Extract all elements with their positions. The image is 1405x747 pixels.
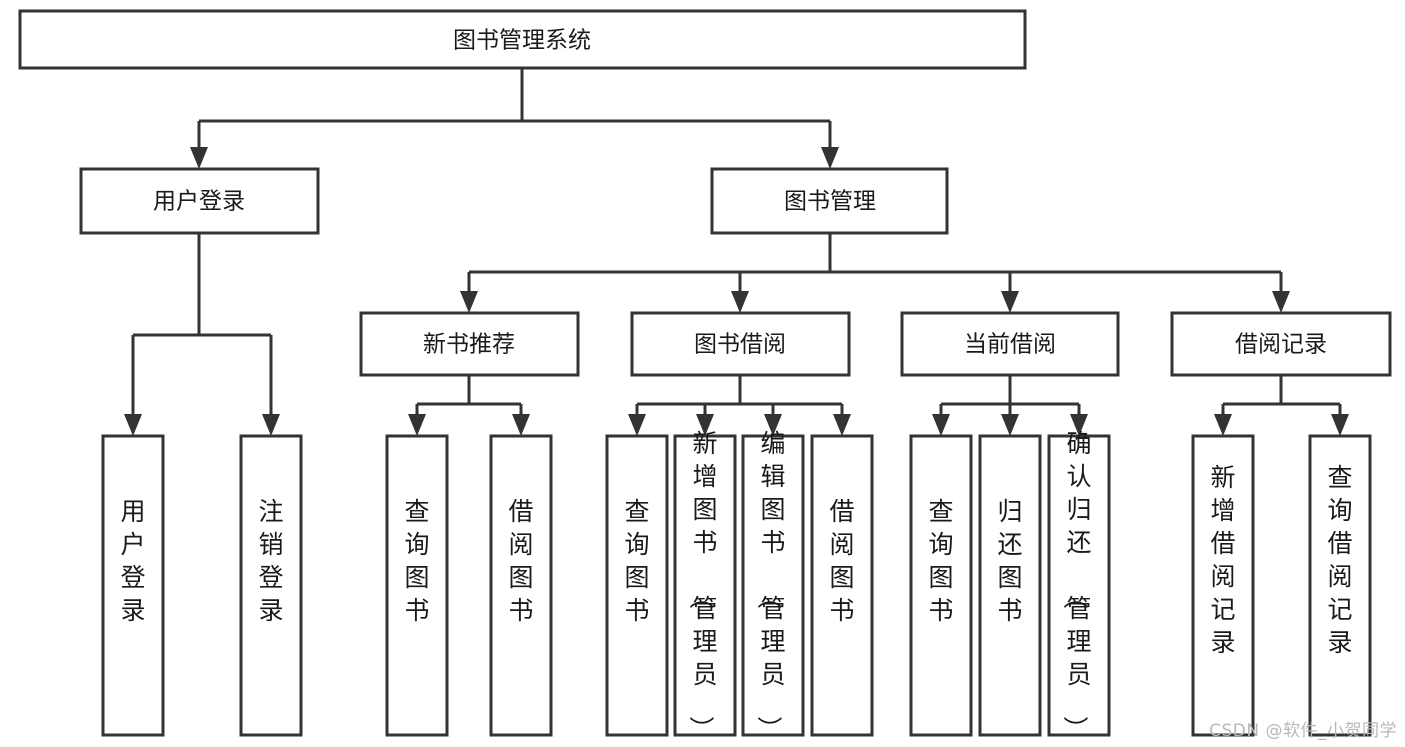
leaf-box bbox=[673, 434, 737, 737]
connector-layer bbox=[124, 68, 1349, 436]
arrow-head-icon bbox=[190, 147, 208, 169]
node-root-system[interactable]: 图书管理系统 bbox=[18, 9, 1027, 70]
leaf-user-login-1[interactable]: 注销登录 bbox=[239, 434, 303, 737]
leaf-box bbox=[1191, 434, 1255, 737]
node-current-borrow-box bbox=[900, 311, 1120, 377]
node-book-borrow[interactable]: 图书借阅 bbox=[630, 311, 851, 377]
arrow-head-icon bbox=[460, 291, 478, 313]
node-borrow-record-label: 借阅记录 bbox=[1235, 332, 1327, 358]
leaf-current-borrow-2[interactable]: 确认归还（管理员） bbox=[1047, 429, 1111, 741]
node-current-borrow-label: 当前借阅 bbox=[964, 332, 1056, 358]
arrow-head-icon bbox=[821, 147, 839, 169]
leaf-label: 编辑图书（管理员） bbox=[754, 429, 785, 741]
arrow-head-icon bbox=[764, 414, 782, 436]
node-borrow-record-box bbox=[1170, 311, 1392, 377]
leaf-label: 新增图书（管理员） bbox=[686, 429, 717, 741]
arrow-head-icon bbox=[512, 414, 530, 436]
leaf-label: 查询图书 bbox=[624, 497, 649, 625]
node-new-book-recommend[interactable]: 新书推荐 bbox=[359, 311, 580, 377]
leaf-label: 查询图书 bbox=[928, 497, 953, 625]
leaf-box bbox=[605, 434, 669, 737]
node-root-label: 图书管理系统 bbox=[453, 28, 591, 54]
arrow-head-icon bbox=[262, 414, 280, 436]
leaf-label: 借阅图书 bbox=[508, 497, 533, 625]
leaf-current-borrow-0[interactable]: 查询图书 bbox=[909, 434, 973, 737]
arrow-head-icon bbox=[696, 414, 714, 436]
leaf-box bbox=[810, 434, 874, 737]
leaf-box bbox=[239, 434, 303, 737]
leaf-user-login-0[interactable]: 用户登录 bbox=[101, 434, 165, 737]
leaf-borrow-record-0[interactable]: 新增借阅记录 bbox=[1191, 434, 1255, 737]
node-user-login[interactable]: 用户登录 bbox=[79, 167, 320, 235]
leaf-borrow-record-1[interactable]: 查询借阅记录 bbox=[1308, 434, 1372, 737]
leaf-label: 用户登录 bbox=[120, 497, 145, 625]
arrow-head-icon bbox=[124, 414, 142, 436]
leaf-box bbox=[978, 434, 1042, 737]
leaf-box bbox=[1308, 434, 1372, 737]
node-new-book-recommend-box bbox=[359, 311, 580, 377]
node-root-box bbox=[18, 9, 1027, 70]
leaf-box bbox=[741, 434, 805, 737]
arrow-head-icon bbox=[932, 414, 950, 436]
arrow-head-icon bbox=[1272, 291, 1290, 313]
leaf-label: 归还图书 bbox=[997, 497, 1022, 625]
leaf-book-borrow-1[interactable]: 新增图书（管理员） bbox=[673, 429, 737, 741]
leaf-label: 查询借阅记录 bbox=[1327, 463, 1352, 657]
leaf-new-book-0[interactable]: 查询图书 bbox=[385, 434, 449, 737]
leaf-label: 确认归还（管理员） bbox=[1060, 429, 1091, 741]
leaf-book-borrow-0[interactable]: 查询图书 bbox=[605, 434, 669, 737]
arrow-head-icon bbox=[1001, 291, 1019, 313]
leaf-new-book-1[interactable]: 借阅图书 bbox=[489, 434, 553, 737]
leaf-book-borrow-3[interactable]: 借阅图书 bbox=[810, 434, 874, 737]
arrow-head-icon bbox=[1070, 414, 1088, 436]
node-book-borrow-label: 图书借阅 bbox=[694, 332, 786, 358]
arrow-head-icon bbox=[833, 414, 851, 436]
leaf-current-borrow-1[interactable]: 归还图书 bbox=[978, 434, 1042, 737]
leaf-label: 查询图书 bbox=[404, 497, 429, 625]
node-current-borrow[interactable]: 当前借阅 bbox=[900, 311, 1120, 377]
arrow-head-icon bbox=[1331, 414, 1349, 436]
node-book-management-box bbox=[710, 167, 949, 235]
node-user-login-label: 用户登录 bbox=[153, 189, 245, 215]
arrow-head-icon bbox=[1001, 414, 1019, 436]
arrow-head-icon bbox=[1214, 414, 1232, 436]
leaf-box bbox=[101, 434, 165, 737]
leaf-box bbox=[489, 434, 553, 737]
leaf-box bbox=[385, 434, 449, 737]
leaf-box bbox=[1047, 434, 1111, 737]
leaf-book-borrow-2[interactable]: 编辑图书（管理员） bbox=[741, 429, 805, 741]
node-book-management-label: 图书管理 bbox=[784, 189, 876, 215]
arrow-head-icon bbox=[731, 291, 749, 313]
leaf-label: 注销登录 bbox=[258, 497, 283, 625]
leaf-label: 借阅图书 bbox=[829, 497, 854, 625]
node-book-management[interactable]: 图书管理 bbox=[710, 167, 949, 235]
leaf-label: 新增借阅记录 bbox=[1210, 463, 1235, 657]
arrow-head-icon bbox=[628, 414, 646, 436]
arrow-head-icon bbox=[408, 414, 426, 436]
node-borrow-record[interactable]: 借阅记录 bbox=[1170, 311, 1392, 377]
node-user-login-box bbox=[79, 167, 320, 235]
node-new-book-recommend-label: 新书推荐 bbox=[423, 332, 515, 358]
leaf-box bbox=[909, 434, 973, 737]
node-book-borrow-box bbox=[630, 311, 851, 377]
